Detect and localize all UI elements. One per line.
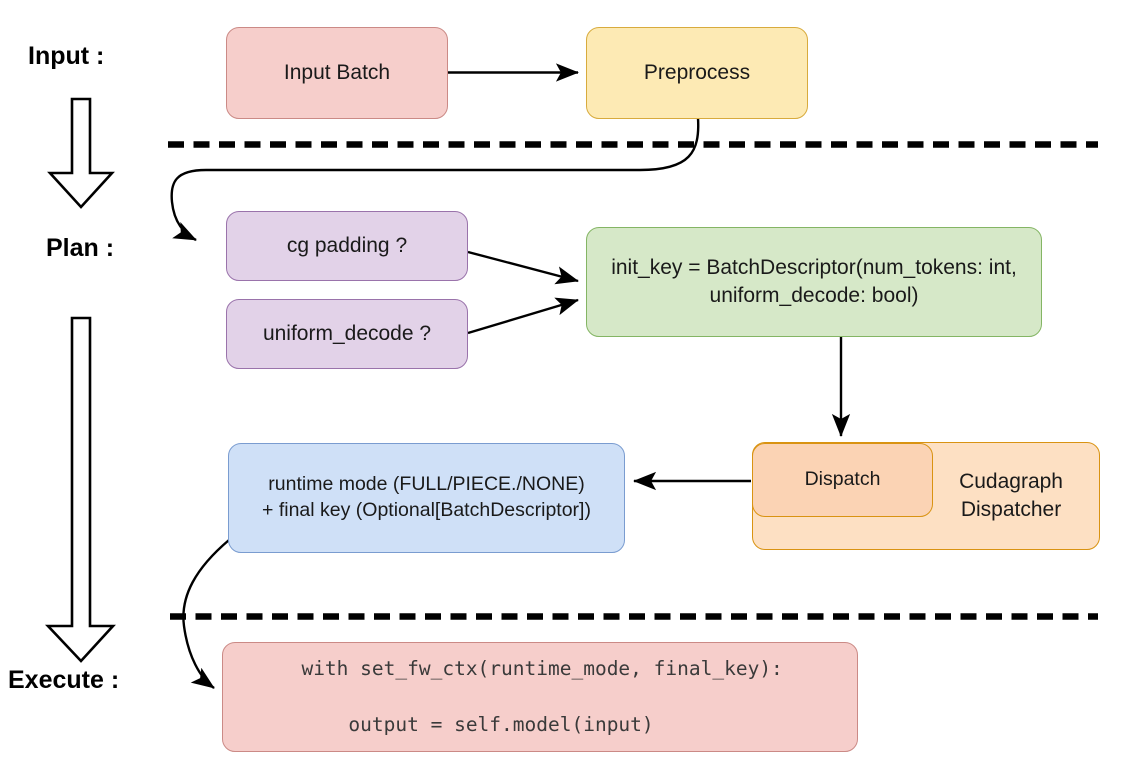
node-uniform-decode[interactable]: uniform_decode ? xyxy=(226,299,468,369)
node-runtime-mode-text: runtime mode (FULL/PIECE./NONE) + final … xyxy=(237,472,616,523)
node-runtime-mode-line2: + final key (Optional[BatchDescriptor]) xyxy=(262,499,591,521)
stage-label-input: Input : xyxy=(28,42,105,70)
node-execute-code[interactable]: with set_fw_ctx(runtime_mode, final_key)… xyxy=(222,642,858,752)
arrow-uniform-decode-to-init-key xyxy=(467,297,579,335)
node-dispatch-label: Dispatch xyxy=(804,468,881,491)
node-init-key-line2: uniform_decode: bool) xyxy=(709,284,919,307)
node-runtime-mode[interactable]: runtime mode (FULL/PIECE./NONE) + final … xyxy=(228,443,625,553)
node-preprocess[interactable]: Preprocess xyxy=(586,27,808,119)
stage-label-plan: Plan : xyxy=(46,234,115,262)
node-uniform-decode-label: uniform_decode ? xyxy=(262,322,432,346)
node-runtime-mode-line1: runtime mode (FULL/PIECE./NONE) xyxy=(268,473,585,496)
node-preprocess-label: Preprocess xyxy=(643,61,751,85)
node-init-key-line1: init_key = BatchDescriptor(num_tokens: i… xyxy=(611,256,1017,280)
node-init-key[interactable]: init_key = BatchDescriptor(num_tokens: i… xyxy=(586,227,1042,337)
node-cg-padding-label: cg padding ? xyxy=(286,234,408,258)
stage-label-execute: Execute : xyxy=(8,666,120,694)
node-input-batch[interactable]: Input Batch xyxy=(226,27,448,119)
node-execute-code-text: with set_fw_ctx(runtime_mode, final_key)… xyxy=(231,628,849,766)
node-dispatch[interactable]: Dispatch xyxy=(752,443,933,517)
node-cudagraph-dispatcher-line1: Cudagraph xyxy=(959,470,1063,494)
node-init-key-text: init_key = BatchDescriptor(num_tokens: i… xyxy=(595,254,1033,309)
node-execute-code-line2: output = self.model(input) xyxy=(301,712,654,736)
node-input-batch-label: Input Batch xyxy=(283,61,391,85)
stage-arrow-input-to-plan xyxy=(47,97,115,209)
node-execute-code-line1: with set_fw_ctx(runtime_mode, final_key)… xyxy=(301,657,783,681)
node-cudagraph-dispatcher-line2: Dispatcher xyxy=(960,498,1062,521)
stage-arrow-plan-to-execute xyxy=(44,316,116,663)
node-cg-padding[interactable]: cg padding ? xyxy=(226,211,468,281)
arrow-cg-padding-to-init-key xyxy=(467,250,579,285)
node-cudagraph-dispatcher-text: Cudagraph Dispatcher xyxy=(959,468,1081,523)
